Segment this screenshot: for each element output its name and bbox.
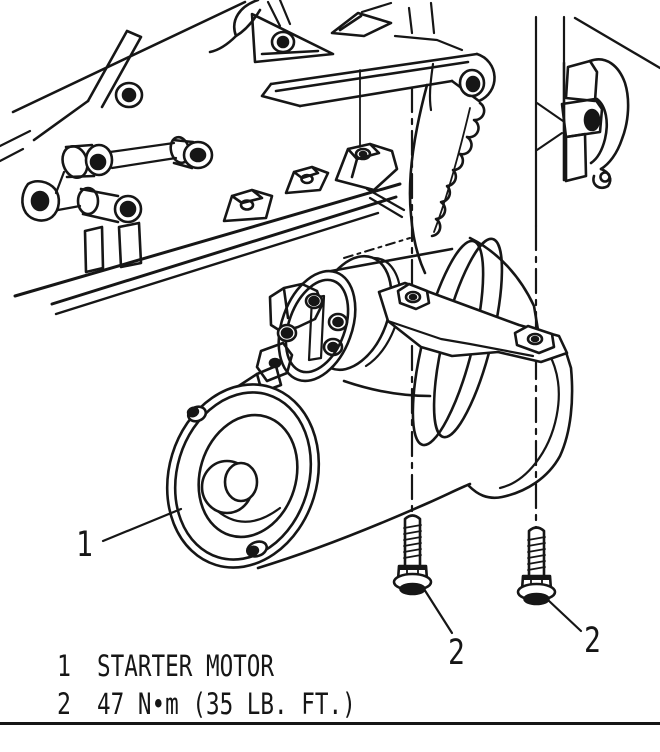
starter-front-face [165, 383, 321, 569]
bolt-centerline-right [534, 15, 564, 530]
bolt-centerline-left [359, 69, 414, 516]
callout-starter-motor: 1 [76, 525, 93, 565]
legend-text-1: STARTER MOTOR [97, 649, 275, 683]
legend-ref-2: 2 [57, 687, 71, 721]
ring-gear-art [430, 101, 486, 238]
starter-motor-art [165, 236, 574, 570]
engine-block-art [0, 0, 660, 316]
bolt-right-art [516, 526, 583, 633]
legend-text-2: 47 N•m (35 LB. FT.) [97, 687, 356, 721]
callout-bolt-left: 2 [448, 633, 465, 673]
mount-bracket-art [560, 15, 630, 190]
callout-bolt-right: 2 [584, 621, 601, 661]
mounting-flange-art [377, 281, 569, 364]
leader-line-bolt-right [546, 598, 583, 633]
legend-row-torque-spec: 2 47 N•m (35 LB. FT.) [0, 690, 660, 720]
bolt-left-art [392, 514, 454, 635]
legend-row-starter-motor: 1 STARTER MOTOR [0, 652, 660, 682]
leader-line-starter [101, 507, 183, 543]
bottom-rule [0, 722, 660, 725]
legend-ref-1: 1 [57, 649, 71, 683]
leader-line-bolt-left [422, 587, 454, 635]
solenoid-art [212, 247, 454, 415]
